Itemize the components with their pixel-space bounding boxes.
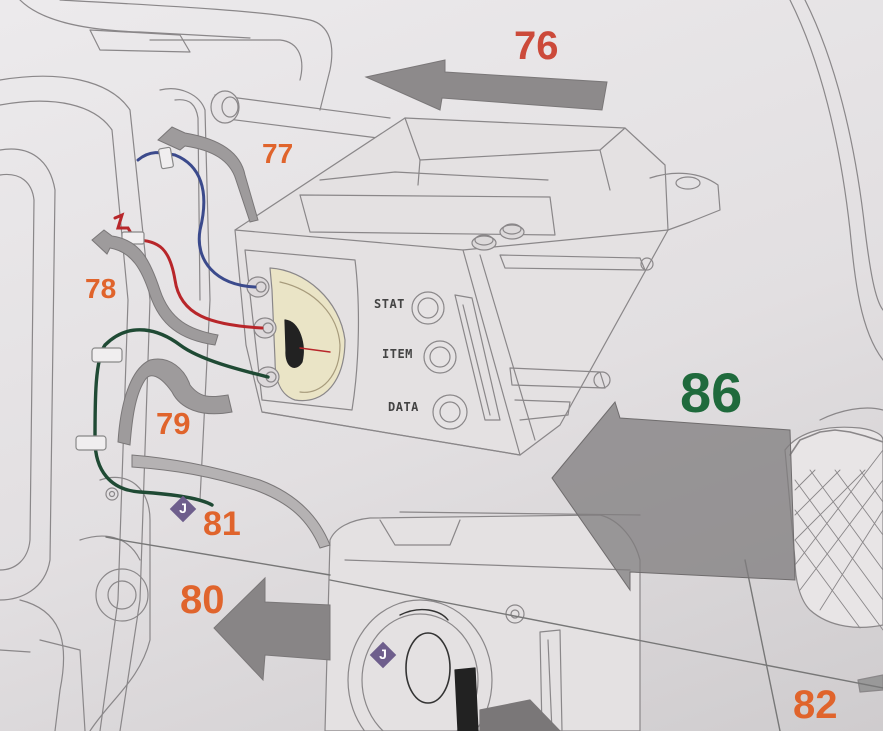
arrow-left-icon bbox=[213, 576, 331, 682]
route-arrow-78-icon bbox=[91, 229, 219, 346]
module-box bbox=[234, 117, 721, 456]
step-number-80: 80 bbox=[180, 578, 225, 622]
arrow-left-icon bbox=[364, 59, 608, 111]
step-number-81: 81 bbox=[203, 505, 241, 543]
panel-label-item: ITEM bbox=[382, 347, 413, 361]
cable-green bbox=[93, 328, 270, 507]
large-arrow-left-icon bbox=[551, 400, 796, 592]
lower-module bbox=[324, 511, 641, 731]
j-badge-label: J bbox=[379, 646, 387, 662]
route-arrow-79-icon bbox=[117, 358, 233, 446]
frame-structure bbox=[0, 0, 333, 731]
filter-canister bbox=[784, 426, 883, 693]
j-badge-icon: J bbox=[169, 495, 197, 523]
step-number-86: 86 bbox=[680, 361, 743, 424]
route-arrows bbox=[91, 126, 331, 549]
leader-lines bbox=[105, 536, 883, 731]
step-number-82: 82 bbox=[793, 683, 838, 727]
j-badge-icon: J bbox=[369, 641, 397, 669]
panel-label-stat: STAT bbox=[374, 297, 405, 311]
route-line-79 bbox=[131, 454, 331, 549]
step-number-76: 76 bbox=[514, 24, 559, 68]
guide-rod bbox=[210, 90, 391, 139]
step-number-77: 77 bbox=[262, 138, 294, 169]
step-number-78: 78 bbox=[85, 273, 117, 304]
route-arrow-77-icon bbox=[157, 126, 259, 223]
panel-label-data: DATA bbox=[388, 400, 419, 414]
j-badge-label: J bbox=[179, 500, 187, 516]
step-number-79: 79 bbox=[156, 406, 191, 441]
